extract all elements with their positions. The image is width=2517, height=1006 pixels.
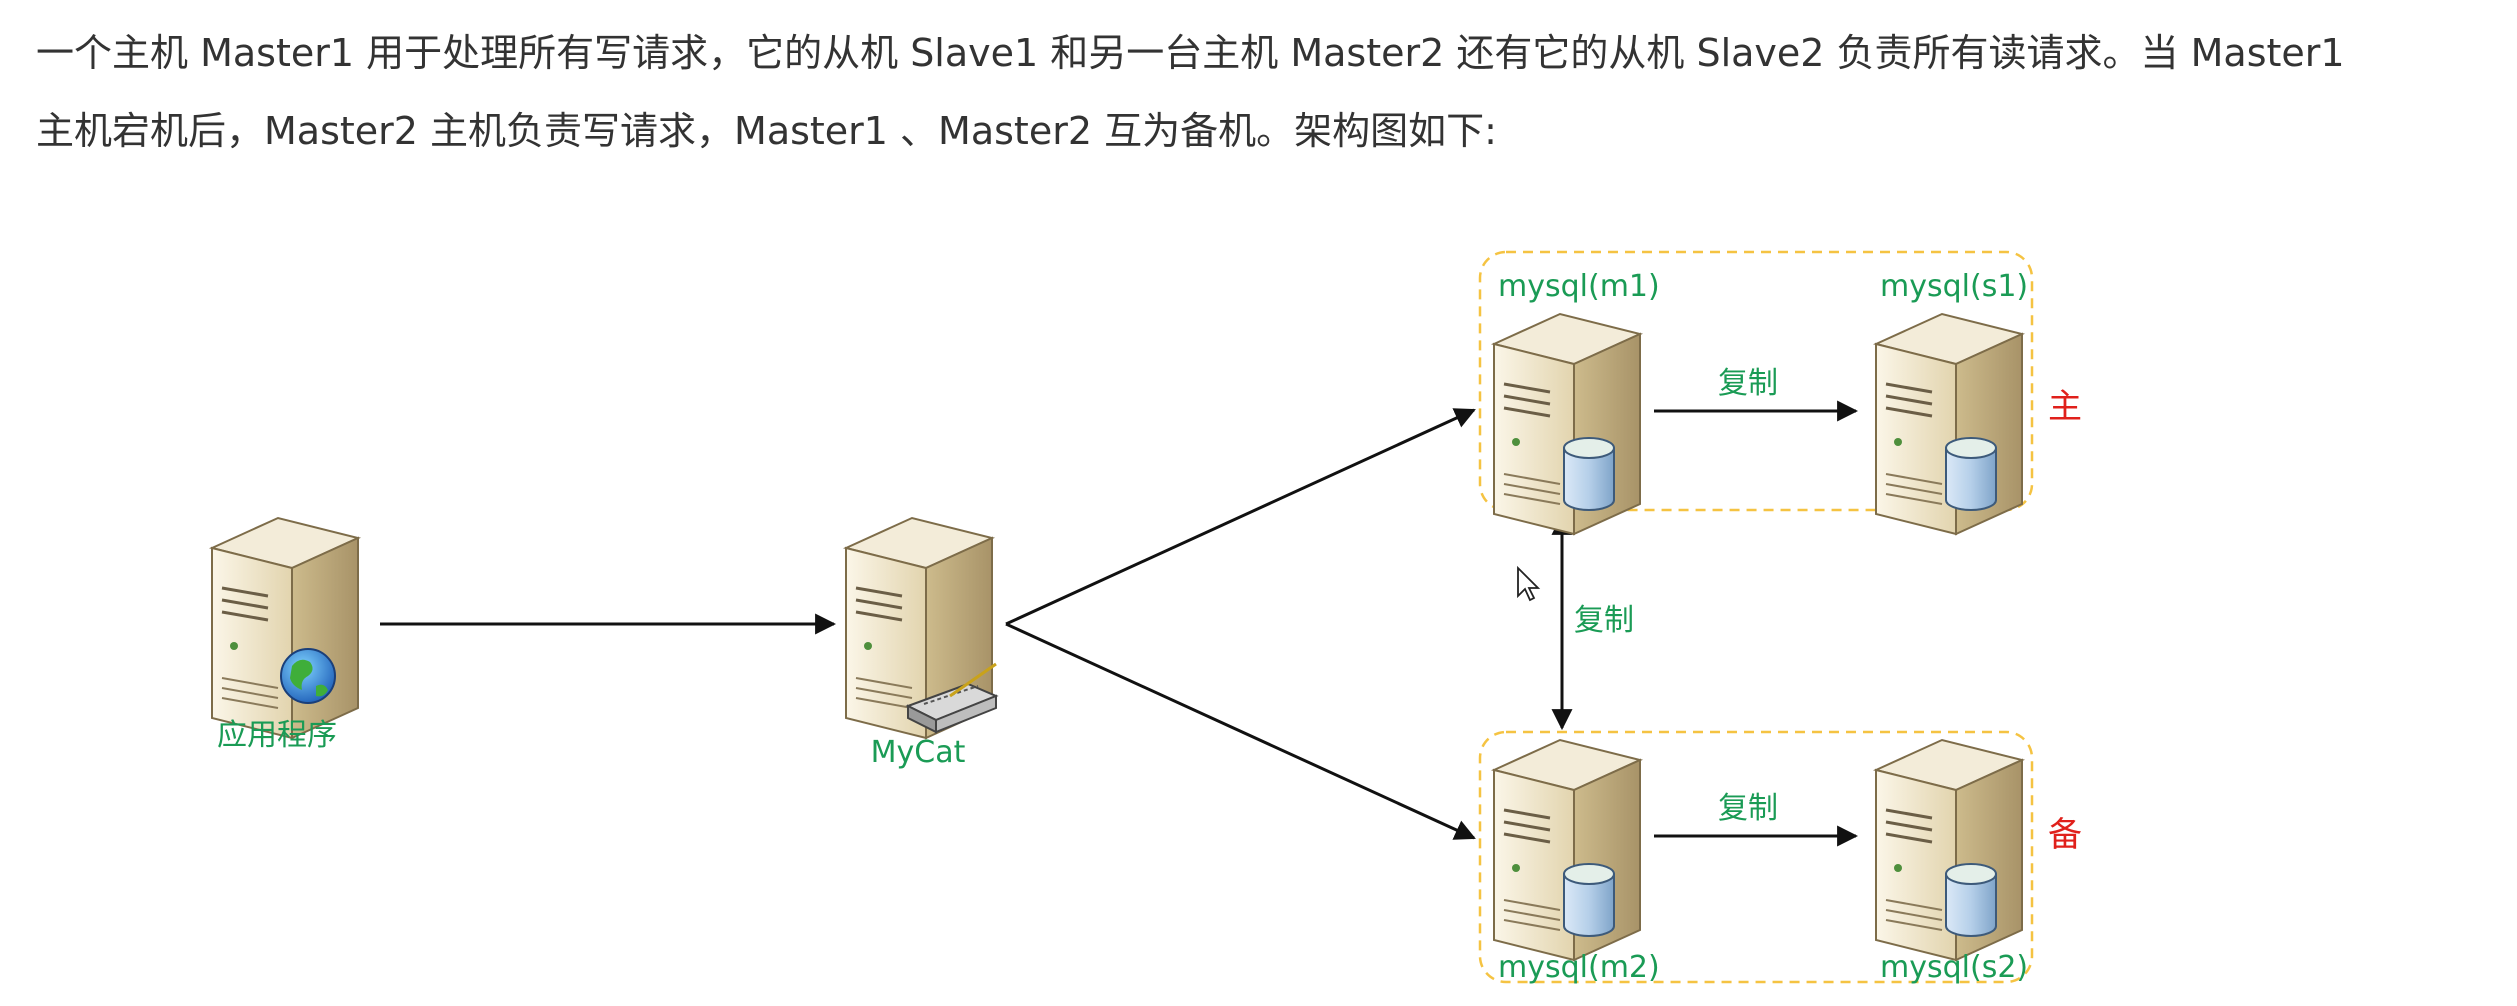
s2-database-icon (1945, 863, 1997, 937)
s2-db-server-icon (1874, 738, 2024, 962)
edge-label-m2-s2: 复制 (1718, 791, 1778, 826)
m1-db-server-icon (1492, 312, 1642, 536)
intro-line-2: 主机宕机后，Master2 主机负责写请求，Master1 、Master2 互… (36, 109, 1497, 153)
intro-text: 一个主机 Master1 用于处理所有写请求，它的从机 Slave1 和另一台主… (36, 14, 2496, 170)
m2-database-icon (1563, 863, 1615, 937)
m2-db-server-icon (1492, 738, 1642, 962)
s1-db-server-icon (1874, 312, 2024, 536)
primary-group-label: 主 (2048, 387, 2082, 427)
s1-database-icon (1945, 437, 1997, 511)
edge-label-m1-m2: 复制 (1574, 603, 1634, 638)
standby-group-label: 备 (2048, 815, 2082, 855)
edge-mycat-to-m2 (1005, 622, 1476, 840)
primary-group-box (1478, 250, 2034, 512)
m1-label: mysql(m1) (1498, 269, 1660, 304)
m2-label: mysql(m2) (1498, 950, 1660, 985)
edge-mycat-to-m1 (1005, 408, 1476, 626)
intro-line-1: 一个主机 Master1 用于处理所有写请求，它的从机 Slave1 和另一台主… (36, 31, 2345, 75)
mycat-server-icon (844, 516, 999, 740)
standby-group-box (1478, 730, 2034, 984)
switch-icon (905, 662, 999, 734)
mouse-cursor-icon (1517, 565, 1541, 602)
app-server-icon (210, 516, 360, 740)
m1-database-icon (1563, 437, 1615, 511)
s1-label: mysql(s1) (1880, 269, 2028, 304)
mycat-label: MyCat (871, 735, 966, 770)
app-label: 应用程序 (217, 718, 337, 753)
edge-label-m1-s1: 复制 (1718, 366, 1778, 401)
globe-icon (280, 648, 336, 704)
s2-label: mysql(s2) (1880, 950, 2028, 985)
